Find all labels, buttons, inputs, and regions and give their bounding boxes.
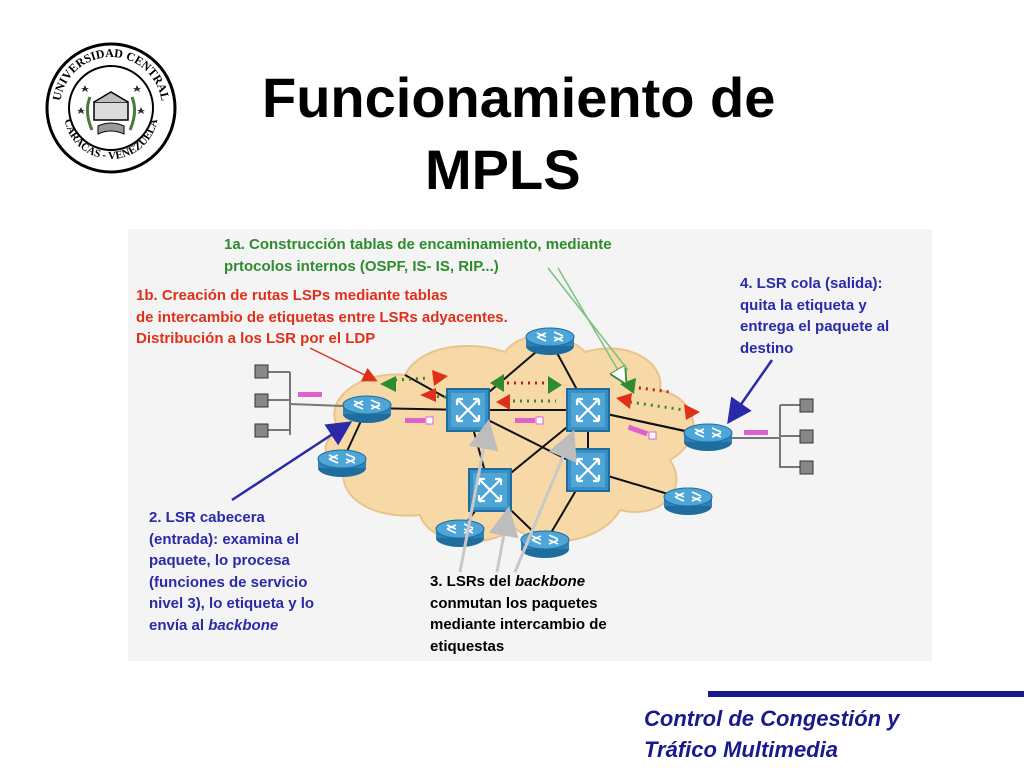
footer-line-2: Tráfico Multimedia	[644, 737, 838, 762]
labeled-packets	[405, 416, 657, 440]
title-line-1: Funcionamiento de	[262, 66, 776, 129]
router-bottom-left	[435, 519, 485, 548]
router-bottom	[520, 530, 570, 559]
note-2-ingress-lsr: 2. LSR cabecera (entrada): examina el pa…	[149, 507, 314, 636]
note-3-text-b: conmutan los paquetes mediante intercamb…	[430, 594, 607, 655]
lsr-ingress	[342, 395, 392, 424]
annotation-arrows	[231, 267, 774, 573]
university-seal: UNIVERSIDAD CENTRAL CARACAS - VENEZUELA	[45, 42, 177, 174]
note-2-emphasis: backbone	[208, 616, 279, 634]
lsr-egress	[683, 423, 733, 452]
lsr-core-1	[445, 387, 491, 433]
note-3-text-a: 3. LSRs del	[430, 573, 516, 590]
ingress-lan	[254, 364, 344, 438]
note-3-emphasis: backbone	[515, 573, 586, 590]
ldp-exchanges	[380, 370, 700, 420]
note-1b-lsp-creation: 1b. Creación de rutas LSPs mediante tabl…	[136, 287, 508, 347]
title-line-2: MPLS	[425, 138, 581, 201]
egress-lan	[730, 398, 814, 475]
router-top	[525, 327, 575, 356]
footer-rule	[708, 691, 1024, 697]
note-1a-routing-tables: 1a. Construcción tablas de encaminamient…	[224, 236, 612, 275]
footer-line-1: Control de Congestión y	[644, 706, 900, 731]
router-left	[317, 449, 367, 478]
router-right	[663, 487, 713, 516]
lsr-core-4	[565, 447, 611, 493]
note-3-backbone-lsrs: 3. LSRs del backbone conmutan los paquet…	[430, 571, 607, 657]
footer-course-title: Control de Congestión y Tráfico Multimed…	[644, 703, 899, 765]
note-4-egress-lsr: 4. LSR cola (salida): quita la etiqueta …	[740, 275, 890, 357]
note-2-text: 2. LSR cabecera (entrada): examina el pa…	[149, 509, 315, 634]
lsr-core-2	[565, 387, 611, 433]
